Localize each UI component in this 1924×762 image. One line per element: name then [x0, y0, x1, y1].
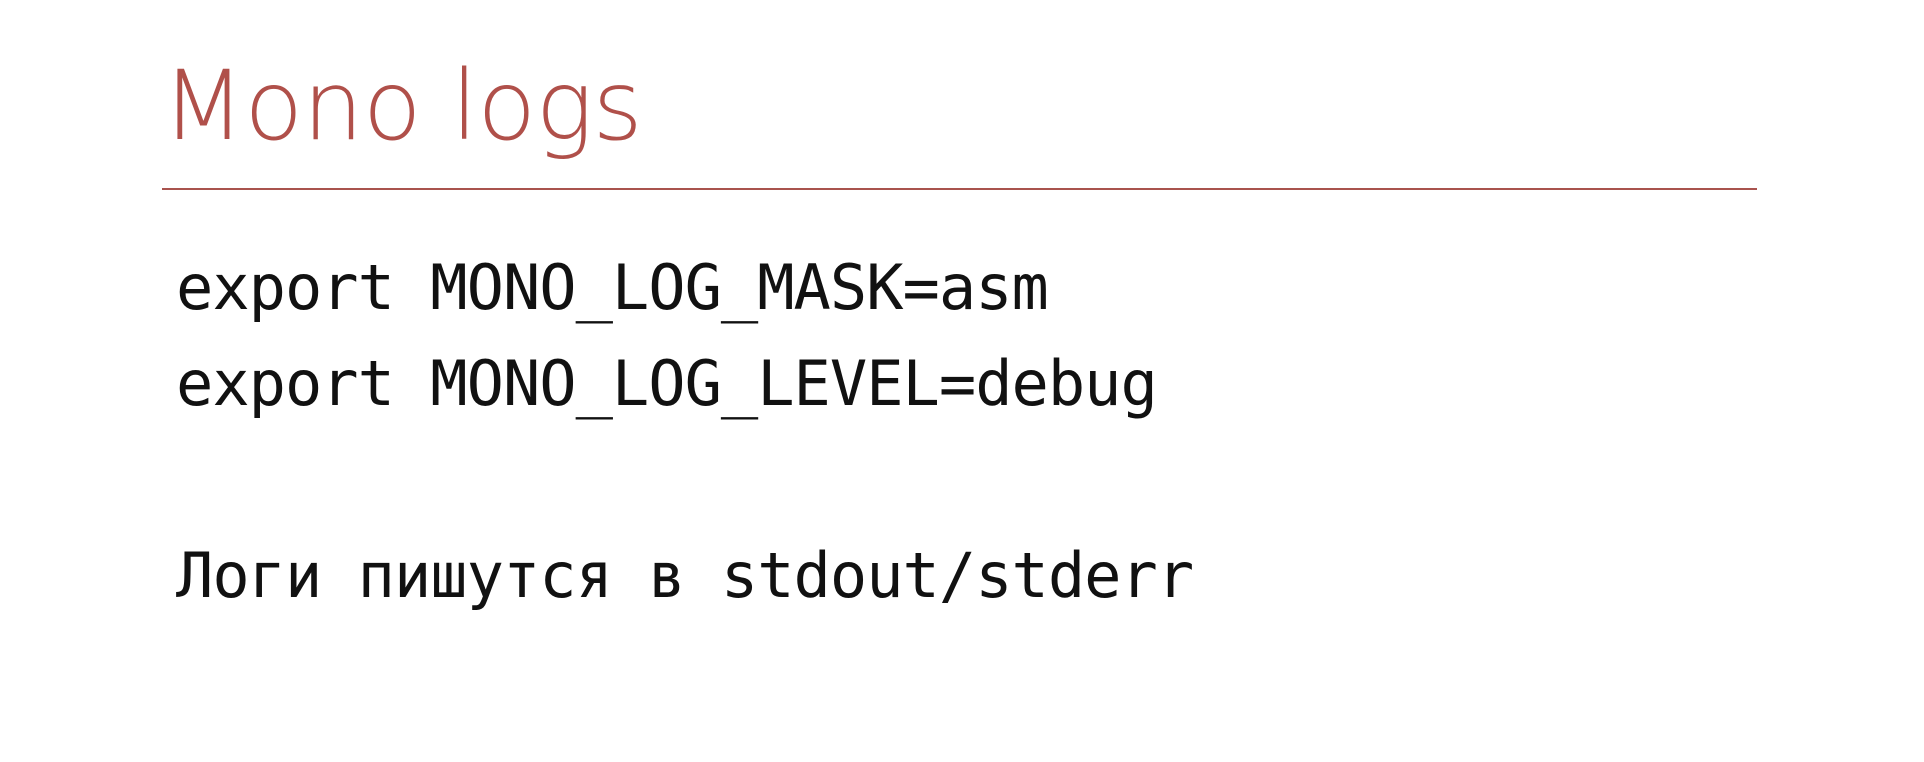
page-title: Mono logs	[162, 50, 643, 162]
blank-line	[176, 432, 1876, 528]
note-line-output-streams: Логи пишутся в stdout/stderr	[176, 539, 1194, 612]
title-divider	[162, 188, 1757, 190]
code-line-level: export MONO_LOG_LEVEL=debug	[176, 347, 1158, 420]
slide-body: export MONO_LOG_MASK=asm export MONO_LOG…	[176, 240, 1876, 624]
code-line-mask: export MONO_LOG_MASK=asm	[176, 251, 1049, 324]
title-block: Mono logs	[162, 58, 1762, 154]
